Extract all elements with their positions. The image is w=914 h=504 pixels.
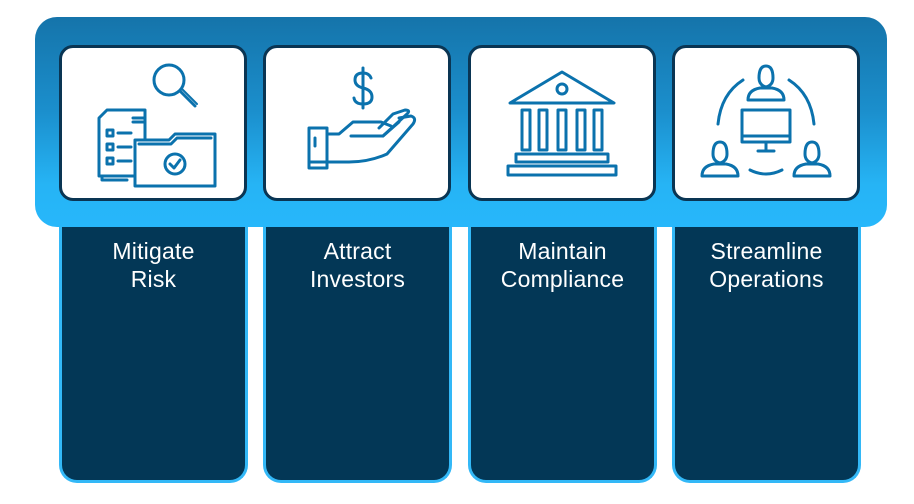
column-maintain-compliance: Maintain Compliance xyxy=(468,205,657,483)
column-mitigate-risk: Mitigate Risk xyxy=(59,205,248,483)
label-line-2: Compliance xyxy=(500,266,625,292)
label-line-1: Mitigate xyxy=(112,238,195,264)
icon-card-mitigate-risk xyxy=(59,45,247,201)
label-line-1: Streamline xyxy=(710,238,823,264)
column-attract-investors: Attract Investors xyxy=(263,205,452,483)
icon-card-attract-investors xyxy=(263,45,451,201)
team-computer-network-icon xyxy=(700,64,832,178)
label-line-1: Attract xyxy=(323,238,392,264)
label-line-2: Risk xyxy=(130,266,177,292)
column-streamline-operations: Streamline Operations xyxy=(672,205,861,483)
column-label: Maintain Compliance xyxy=(471,237,654,293)
label-line-1: Maintain xyxy=(518,238,607,264)
label-line-2: Operations xyxy=(709,266,824,292)
document-folder-search-icon xyxy=(97,63,217,188)
column-label: Mitigate Risk xyxy=(62,237,245,293)
icon-card-maintain-compliance xyxy=(468,45,656,201)
label-line-2: Investors xyxy=(309,266,406,292)
hand-dollar-icon xyxy=(307,66,417,170)
bank-building-icon xyxy=(506,70,618,177)
icon-card-streamline-operations xyxy=(672,45,860,201)
column-label: Streamline Operations xyxy=(675,237,858,293)
column-label: Attract Investors xyxy=(266,237,449,293)
